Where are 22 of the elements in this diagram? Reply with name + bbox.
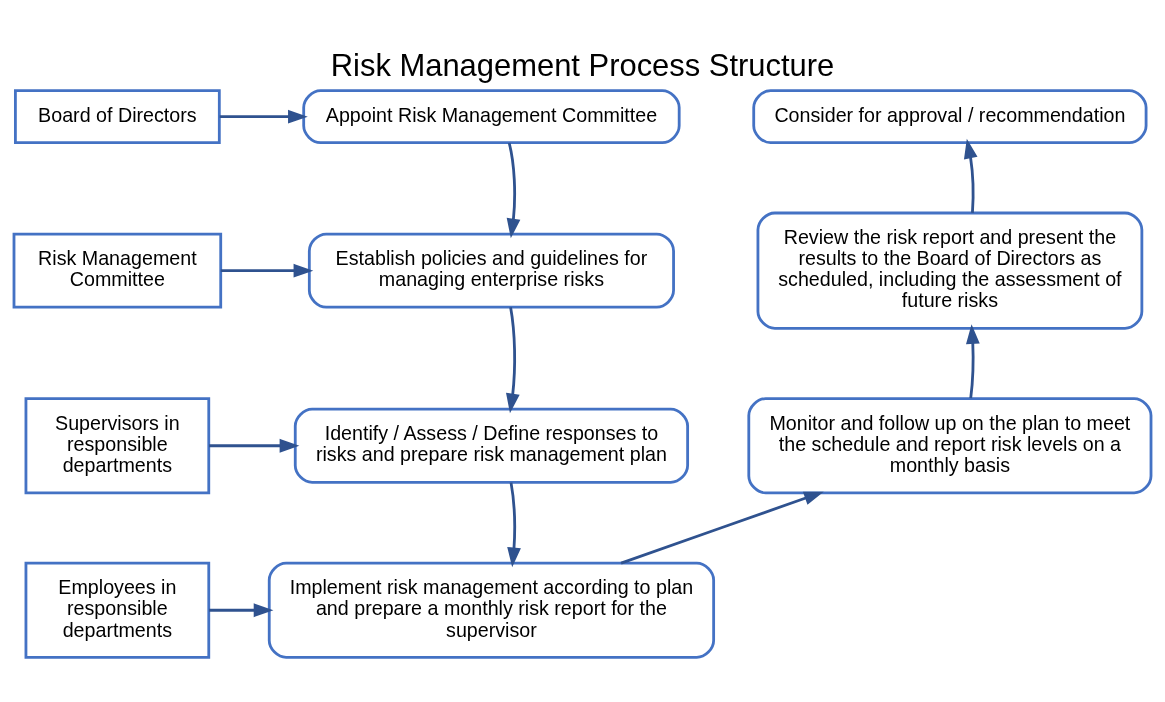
arrow: [209, 602, 274, 617]
node-box: Risk Management Committee: [12, 232, 223, 309]
arrow: [965, 323, 980, 398]
arrow: [220, 263, 314, 278]
arrow: [507, 481, 521, 567]
arrow: [219, 109, 308, 124]
node-box: Implement risk management according to plan and prepare a monthly risk report for the supervisor: [267, 561, 716, 659]
node-box: Consider for approval / recommendation: [752, 88, 1148, 144]
node-box: Establish policies and guidelines for managing enterprise risks: [307, 232, 675, 309]
node-box: Identify / Assess / Define responses to risks and prepare risk management plan: [293, 407, 690, 484]
node-box: Review the risk report and present the results to the Board of Directors as scheduled, including the assessment of future risks: [756, 211, 1144, 330]
node-box: Employees in responsible departments: [24, 561, 211, 659]
arrow: [506, 306, 520, 413]
diagram-title: Risk Management Process Structure: [330, 47, 835, 83]
node-box: Monitor and follow up on the plan to meet the schedule and report risk levels on a monthly basis: [747, 396, 1153, 494]
arrow: [506, 142, 521, 238]
node-box: Board of Directors: [14, 88, 221, 144]
arrow: [209, 438, 300, 453]
arrow: [620, 491, 824, 564]
arrow: [963, 138, 978, 213]
node-box: Supervisors in responsible departments: [24, 396, 211, 494]
node-box: Appoint Risk Management Committee: [302, 88, 681, 144]
